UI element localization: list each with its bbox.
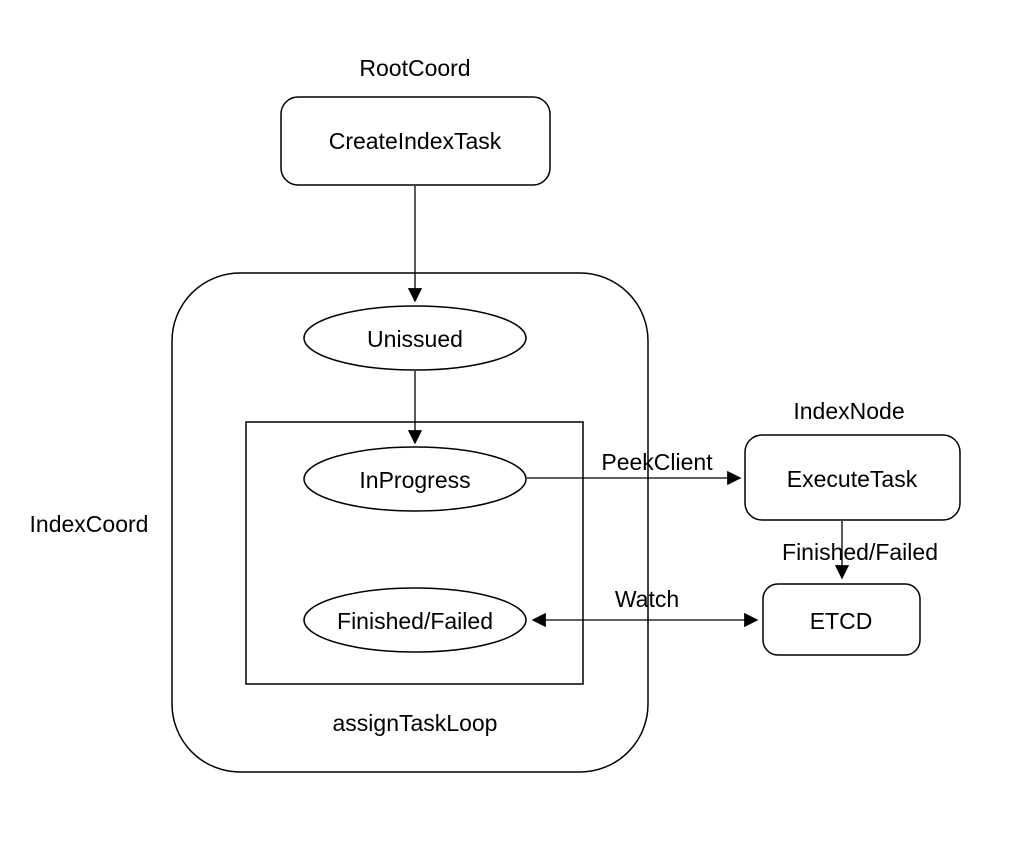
etcd-label: ETCD xyxy=(810,608,873,634)
index-node-label: IndexNode xyxy=(793,398,904,424)
create-index-task-label: CreateIndexTask xyxy=(329,128,502,154)
peek-client-edge-label: PeekClient xyxy=(601,449,713,475)
index-coord-label: IndexCoord xyxy=(30,511,149,537)
index-coord-container xyxy=(171,272,649,773)
in-progress-label: InProgress xyxy=(359,467,470,493)
finished-failed-node xyxy=(303,587,527,653)
assign-task-loop-container xyxy=(245,421,584,685)
create-index-task-node xyxy=(280,96,551,186)
finished-failed-edge-label: Finished/Failed xyxy=(782,539,938,565)
unissued-node xyxy=(303,305,527,371)
root-coord-label: RootCoord xyxy=(359,55,470,81)
unissued-label: Unissued xyxy=(367,326,463,352)
assign-task-loop-label: assignTaskLoop xyxy=(333,710,498,736)
finished-failed-label: Finished/Failed xyxy=(337,608,493,634)
etcd-node xyxy=(762,583,921,656)
execute-task-label: ExecuteTask xyxy=(787,466,918,492)
execute-task-node xyxy=(744,434,961,521)
in-progress-node xyxy=(303,446,527,512)
watch-edge-label: Watch xyxy=(615,586,679,612)
